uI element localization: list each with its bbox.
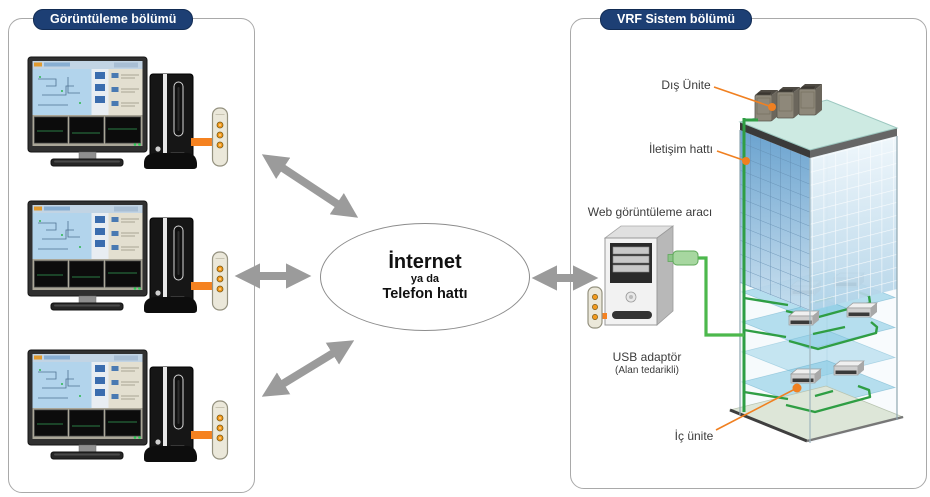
- network-name: İnternet: [388, 250, 462, 273]
- viewer-section-panel: [8, 18, 255, 493]
- vrf-section-panel: [570, 18, 927, 489]
- label-usb-adapter-note: (Alan tedarikli): [615, 365, 679, 376]
- label-communication-line: İletişim hattı: [648, 142, 714, 156]
- bidirectional-arrow-top: [261, 154, 359, 218]
- label-web-viewer: Web görüntüleme aracı: [587, 205, 713, 219]
- label-usb-adapter: USB adaptör: [612, 350, 682, 364]
- viewer-section-title: Görüntüleme bölümü: [33, 9, 194, 30]
- vrf-section-title: VRF Sistem bölümü: [600, 9, 753, 30]
- network-alt-name: Telefon hattı: [382, 285, 468, 302]
- network-conjunction: ya da: [410, 272, 440, 285]
- label-outdoor-unit: Dış Ünite: [661, 78, 711, 92]
- internet-cloud: İnternet ya da Telefon hattı: [320, 223, 530, 331]
- bidirectional-arrow-bottom: [261, 340, 355, 397]
- label-indoor-unit: İç ünite: [674, 429, 714, 443]
